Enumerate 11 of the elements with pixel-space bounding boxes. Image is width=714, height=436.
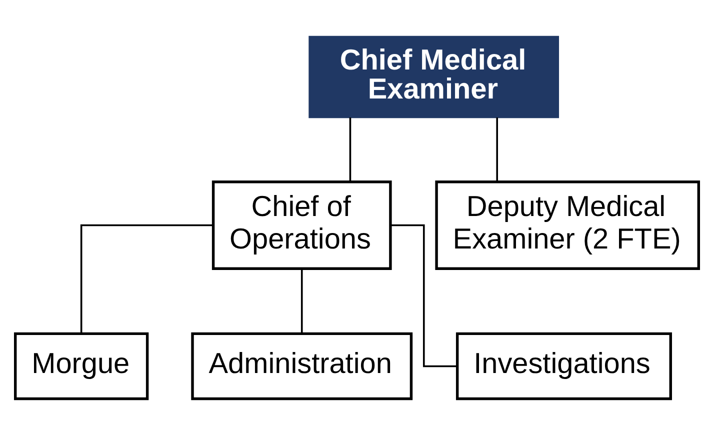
node-box: Deputy Medical Examiner (2 FTE) <box>435 180 700 270</box>
node-box: Investigations <box>456 332 672 400</box>
connector <box>349 118 352 182</box>
connector <box>390 224 458 368</box>
node-box: Morgue <box>14 332 149 400</box>
connector <box>80 224 213 334</box>
node-box: Chief Medical Examiner <box>308 36 559 118</box>
node-box: Chief of Operations <box>212 180 392 270</box>
connector <box>496 118 498 182</box>
connector <box>300 269 303 334</box>
node-box: Administration <box>191 332 413 400</box>
